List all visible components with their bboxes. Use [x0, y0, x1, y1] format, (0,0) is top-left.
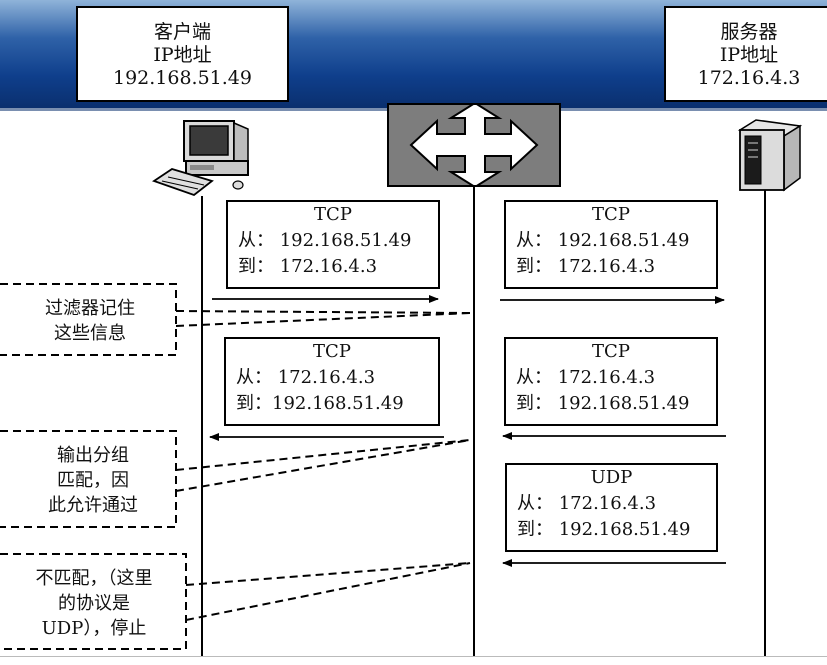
packet-filter — [387, 101, 561, 189]
leader-nomatch-2 — [185, 562, 471, 621]
client-ip-label: IP地址 — [153, 44, 212, 66]
packet-to: 到： 192.168.51.49 — [516, 393, 690, 414]
packet-to: 到： 192.168.51.49 — [517, 519, 691, 540]
note-line: 的协议是 — [58, 593, 130, 614]
packet-in-client: TCP 从： 172.16.4.3 到：192.168.51.49 — [224, 337, 440, 426]
note-match: 输出分组 匹配，因 此允许通过 — [18, 443, 168, 518]
leader-match-2 — [175, 439, 471, 492]
bottom-divider — [0, 656, 827, 657]
packet-to: 到： 172.16.4.3 — [516, 256, 656, 277]
callout-frame-remember — [0, 283, 177, 356]
packet-from: 从： 172.16.4.3 — [517, 493, 657, 514]
note-nomatch: 不匹配，（这里 的协议是 UDP），停止 — [6, 566, 182, 641]
server-ip: 172.16.4.3 — [697, 67, 801, 89]
packet-protocol: TCP — [592, 204, 630, 225]
server-address-box: 服务器 IP地址 172.16.4.3 — [664, 6, 827, 102]
packet-to: 到：192.168.51.49 — [236, 393, 404, 414]
four-way-arrow-icon — [409, 101, 539, 189]
packet-to: 到： 172.16.4.3 — [238, 256, 378, 277]
server-ip-label: IP地址 — [719, 44, 779, 66]
packet-udp-server: UDP 从： 172.16.4.3 到： 192.168.51.49 — [505, 463, 718, 552]
note-remember: 过滤器记住 这些信息 — [10, 296, 170, 346]
note-line: 此允许通过 — [48, 495, 138, 516]
packet-protocol: TCP — [314, 204, 352, 225]
packet-out-client: TCP 从： 192.168.51.49 到： 172.16.4.3 — [226, 200, 440, 289]
packet-protocol: TCP — [592, 341, 630, 362]
leader-remember-1 — [175, 310, 471, 314]
desktop-computer-icon — [151, 120, 249, 197]
note-line: 不匹配，（这里 — [35, 568, 153, 589]
note-line: 匹配，因 — [57, 470, 129, 491]
client-timeline — [201, 196, 203, 656]
client-ip: 192.168.51.49 — [112, 67, 252, 89]
leader-nomatch-1 — [185, 562, 471, 586]
note-line: UDP），停止 — [41, 618, 147, 639]
server-timeline — [764, 190, 766, 656]
packet-out-server: TCP 从： 192.168.51.49 到： 172.16.4.3 — [504, 200, 718, 289]
client-name: 客户端 — [153, 21, 211, 43]
packet-protocol: TCP — [313, 341, 351, 362]
callout-frame-nomatch — [0, 553, 187, 650]
note-line: 过滤器记住 — [45, 298, 135, 319]
packet-from: 从： 192.168.51.49 — [516, 230, 690, 251]
leader-match-1 — [175, 439, 471, 471]
filter-timeline — [473, 185, 475, 657]
tower-server-icon — [737, 119, 803, 192]
client-address-box: 客户端 IP地址 192.168.51.49 — [76, 6, 289, 102]
leader-remember-2 — [175, 312, 471, 327]
note-line: 这些信息 — [54, 323, 126, 344]
packet-protocol: UDP — [590, 467, 633, 488]
callout-frame-match — [0, 430, 177, 528]
server-name: 服务器 — [720, 21, 778, 43]
packet-from: 从： 172.16.4.3 — [236, 367, 376, 388]
packet-from: 从： 192.168.51.49 — [238, 230, 412, 251]
note-line: 输出分组 — [57, 445, 129, 466]
packet-in-server: TCP 从： 172.16.4.3 到： 192.168.51.49 — [504, 337, 718, 426]
packet-from: 从： 172.16.4.3 — [516, 367, 656, 388]
